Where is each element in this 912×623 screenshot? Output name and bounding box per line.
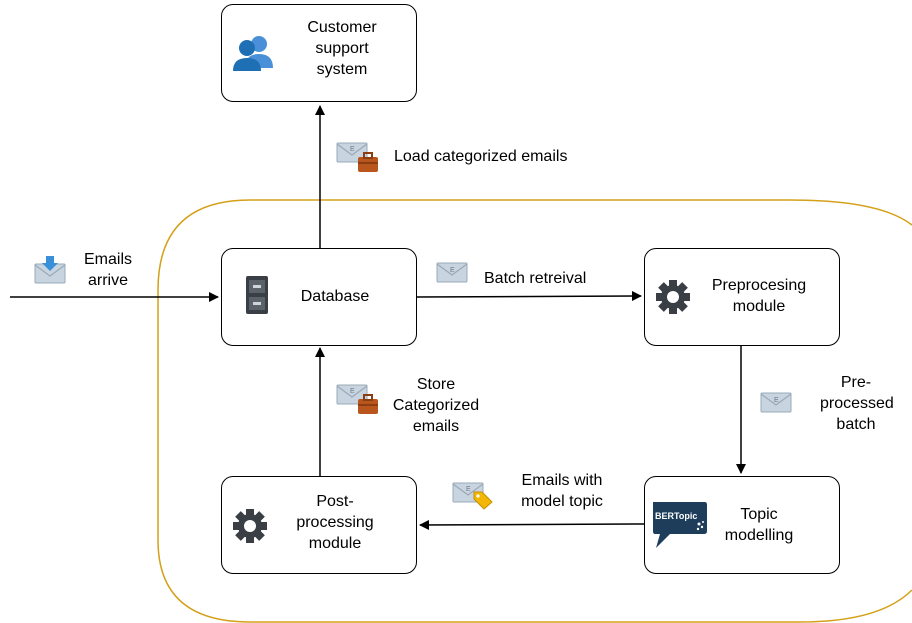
edge-batch-retrieval-label: Batch retreival: [484, 270, 587, 287]
envelope-briefcase-icon: E: [336, 140, 380, 174]
edge-preprocessed-batch-label: Pre- processed batch: [820, 374, 894, 433]
file-cabinet-icon: [246, 276, 268, 314]
edge-batch-retrieval: [416, 291, 642, 302]
node-customer-support-label: Customer support system: [307, 19, 377, 78]
system-boundary: [157, 199, 912, 623]
svg-text:E: E: [774, 397, 779, 404]
node-preprocessing-label: Preprocesing module: [711, 277, 807, 315]
node-topic-modelling-label: Topic modelling: [724, 506, 794, 544]
svg-text:E: E: [350, 146, 355, 153]
envelope-tag-icon: E: [452, 480, 494, 510]
gear-icon: [655, 279, 691, 315]
node-customer-support: [221, 4, 417, 102]
envelope-icon: E: [760, 392, 792, 414]
edge-emails-with-topic-label: Emails with model topic: [521, 472, 603, 510]
svg-text:E: E: [450, 267, 455, 274]
edge-load-categorized-label: Load categorized emails: [394, 148, 568, 165]
envelope-download-icon: [34, 256, 66, 284]
edge-emails-with-topic: [419, 519, 646, 530]
bertopic-logo: BERTopic: [650, 500, 708, 550]
envelope-icon: E: [436, 262, 468, 284]
edge-store-categorized-label: Store Categorized emails: [392, 376, 480, 435]
edge-emails-arrive-label: Emails arrive: [83, 251, 132, 289]
node-database-label: Database: [300, 288, 370, 305]
node-postprocessing-label: Post- processing module: [296, 493, 374, 552]
svg-text:E: E: [350, 388, 355, 395]
gear-icon: [232, 508, 268, 544]
bertopic-logo-text: BERTopic: [655, 511, 698, 521]
svg-text:E: E: [466, 486, 471, 493]
envelope-briefcase-icon: E: [336, 382, 380, 416]
users-icon: [233, 34, 273, 72]
